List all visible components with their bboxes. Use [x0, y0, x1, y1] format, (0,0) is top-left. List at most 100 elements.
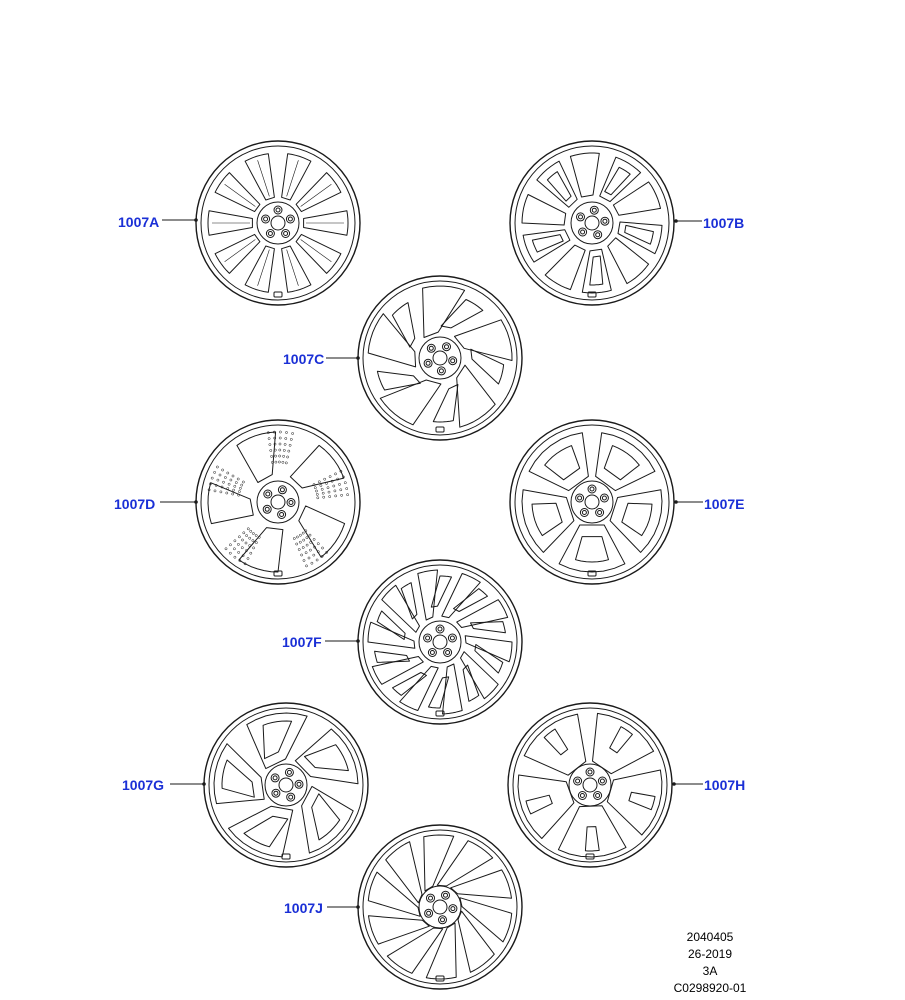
- drawing-number: 2040405: [686, 930, 734, 944]
- spoke-window: [522, 229, 571, 263]
- centre-bore: [584, 215, 600, 231]
- wheel-h[interactable]: [507, 702, 673, 868]
- spoke-window: [595, 432, 656, 492]
- perforation-dot: [270, 455, 273, 458]
- perforation-dot: [273, 448, 277, 452]
- perforation-dot: [267, 437, 271, 440]
- perforation-dot: [336, 477, 340, 481]
- window-inner-outline: [589, 255, 604, 286]
- wheel-b[interactable]: [509, 140, 675, 306]
- lug-nut: [426, 343, 436, 353]
- window-inner-outline: [544, 445, 581, 481]
- wheel-g[interactable]: [203, 702, 369, 868]
- perforation-dot: [210, 476, 214, 480]
- perforation-dot: [325, 551, 328, 554]
- rim-inner: [362, 564, 518, 720]
- lug-nut-bore: [580, 229, 586, 235]
- perforation-dot: [282, 454, 285, 458]
- wheel-e[interactable]: [509, 419, 675, 585]
- lug-nut: [424, 908, 434, 918]
- perforation-dot: [216, 465, 219, 469]
- wheel-d[interactable]: [195, 419, 361, 585]
- window-inner-outline: [400, 582, 418, 620]
- callout-label-1007a[interactable]: 1007A: [118, 214, 160, 230]
- perforation-dot: [238, 559, 242, 563]
- window-inner-outline: [604, 166, 631, 196]
- callout-label-1007h[interactable]: 1007H: [704, 777, 746, 793]
- perforation-dot: [268, 443, 272, 446]
- callout-label-1007j[interactable]: 1007J: [284, 900, 323, 916]
- perforation-dot: [226, 487, 230, 490]
- lug-nut-bore: [267, 231, 273, 236]
- lug-nut: [585, 767, 595, 777]
- lug-nut-bore: [265, 491, 271, 497]
- perforation-dot: [317, 480, 321, 484]
- window-inner-outline: [453, 588, 488, 612]
- callout-label-1007c[interactable]: 1007C: [283, 351, 325, 367]
- spoke-window: [436, 840, 494, 887]
- perforation-dot: [227, 482, 231, 486]
- perforation-dot: [313, 486, 317, 490]
- valve-stem: [435, 975, 445, 982]
- perforation-dot: [297, 548, 301, 551]
- perforation-dot: [334, 494, 338, 498]
- lug-nut-bore: [428, 345, 434, 351]
- spoke-window: [557, 805, 627, 858]
- lug-nut-bore: [264, 506, 270, 512]
- callout-label-1007d[interactable]: 1007D: [114, 496, 156, 512]
- perforation-dot: [323, 477, 327, 481]
- valve-stem: [273, 570, 283, 577]
- perforation-dot: [334, 472, 337, 476]
- lug-nut: [576, 212, 585, 222]
- perforation-dot: [231, 492, 235, 496]
- rim-outer: [509, 140, 675, 306]
- callout-label-1007e[interactable]: 1007E: [704, 496, 745, 512]
- spoke-window: [581, 248, 612, 294]
- perforation-dot: [243, 562, 247, 566]
- perforation-dot: [257, 535, 261, 539]
- window-inner-outline: [474, 644, 504, 674]
- callout-label-1007b[interactable]: 1007B: [703, 215, 745, 231]
- wheel-j[interactable]: [357, 824, 523, 990]
- spoke-window: [544, 244, 586, 291]
- callout-label-1007f[interactable]: 1007F: [282, 634, 322, 650]
- perforation-dot: [274, 454, 277, 458]
- lug-nut-bore: [440, 917, 445, 923]
- perforation-dot: [240, 546, 244, 550]
- perforation-dot: [291, 432, 294, 435]
- hub-face: [570, 201, 614, 245]
- perforation-dot: [241, 538, 244, 542]
- spoke-window: [368, 915, 430, 945]
- spoke-window: [521, 489, 575, 553]
- perforation-dot: [249, 529, 253, 533]
- wheel-a[interactable]: [195, 140, 361, 306]
- perforation-dot: [229, 543, 232, 547]
- window-inner-outline: [374, 650, 410, 663]
- spoke-window: [281, 153, 312, 201]
- rim-inner: [362, 829, 518, 985]
- lug-nut: [600, 216, 610, 226]
- callout-label-1007g[interactable]: 1007G: [122, 777, 165, 793]
- wheel-f[interactable]: [357, 559, 523, 725]
- lug-nut: [262, 504, 272, 514]
- perforation-dot: [292, 537, 296, 540]
- lug-nut-bore: [601, 495, 607, 501]
- lug-nut-bore: [273, 790, 279, 796]
- spoke-window: [207, 210, 253, 236]
- spoke-window: [422, 285, 466, 338]
- centre-bore: [582, 777, 598, 793]
- perforation-dot: [320, 555, 324, 558]
- lug-nut: [284, 767, 294, 777]
- callout-dot-c: [356, 356, 360, 360]
- wheel-c[interactable]: [357, 275, 523, 441]
- window-inner-outline: [376, 370, 421, 391]
- perforation-dot: [278, 448, 282, 452]
- rim-outer: [357, 559, 523, 725]
- perforation-dot: [273, 442, 277, 446]
- window-inner-outline: [621, 502, 653, 537]
- window-edge: [257, 160, 270, 197]
- perforation-dot: [213, 471, 216, 474]
- hub-face: [570, 480, 614, 524]
- perforation-dot: [273, 436, 277, 440]
- perforation-dot: [246, 557, 250, 560]
